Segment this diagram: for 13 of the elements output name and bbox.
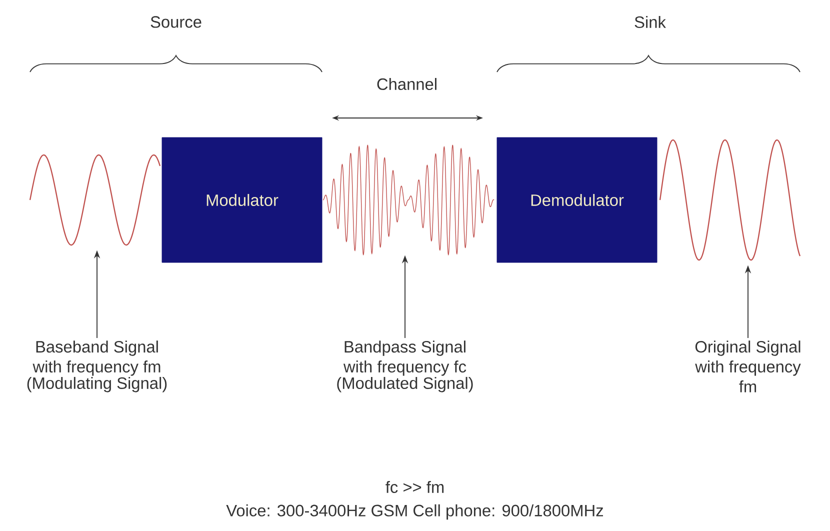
section-label: Sink (634, 16, 666, 28)
signal-label: Baseband Signal with frequency fm (Modulating Signal) (27, 340, 167, 392)
process-box: Demodulator (496, 137, 658, 263)
note: fc >> fm (386, 480, 444, 493)
wave-drawing (659, 139, 801, 261)
section-label: Source (150, 16, 202, 28)
section-label: Channel (377, 78, 436, 90)
signal-label: Bandpass Signal with frequency fc (Modulated Signal) (337, 340, 473, 392)
signal-label: Original Signal with frequency fm (695, 340, 801, 392)
process-box: Modulator (162, 137, 322, 263)
wave-drawing (29, 154, 161, 246)
note: Voice: 300-3400Hz GSM Cell phone: 900/1800MHz (226, 504, 603, 520)
wave-drawing (322, 144, 494, 256)
